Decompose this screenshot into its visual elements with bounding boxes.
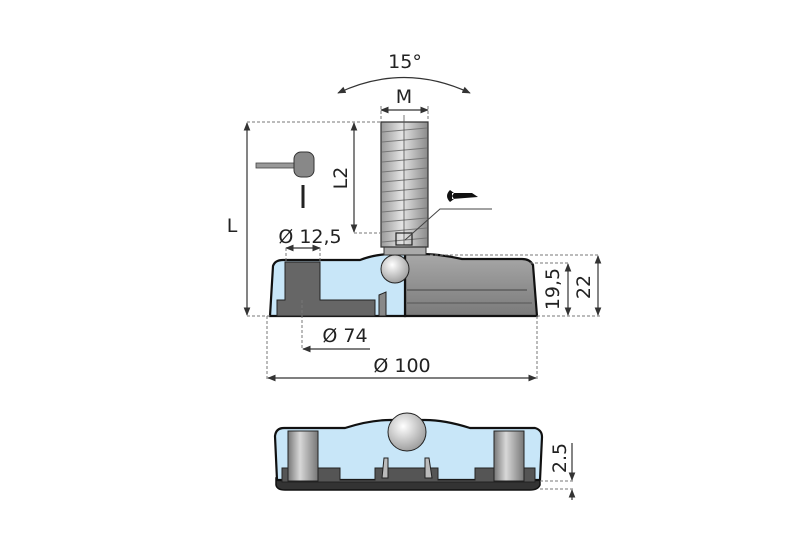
wrench-icon [447,190,478,202]
overall-length-label: L [227,215,238,237]
base-diameter-label: Ø 100 [373,355,430,377]
hex-socket [395,232,413,246]
ball-joint [380,254,410,284]
top-section-view [268,115,539,318]
dimensions: 15° M L L2 Ø 12,5 Ø 74 Ø 100 19,5 22 [227,51,602,382]
total-height-label: 22 [573,275,595,299]
hole-diameter-label: Ø 12,5 [278,226,341,248]
thread-lines [381,127,428,243]
pad-thickness-label: 2.5 [549,443,571,473]
hammer-icon [255,151,315,208]
ball-joint-bottom [387,412,427,452]
angle-label: 15° [388,51,422,73]
bottom-section-view: 2.5 [273,412,576,500]
insert-cylinder-right [493,430,525,482]
threaded-stud [380,121,429,248]
thread-label: M [396,86,412,108]
base-body-right [403,252,539,318]
hole-circle-label: Ø 74 [322,325,367,347]
body-height-label: 19,5 [542,268,564,310]
thread-length-label: L2 [330,167,352,190]
insert-cylinder-left [287,430,319,482]
